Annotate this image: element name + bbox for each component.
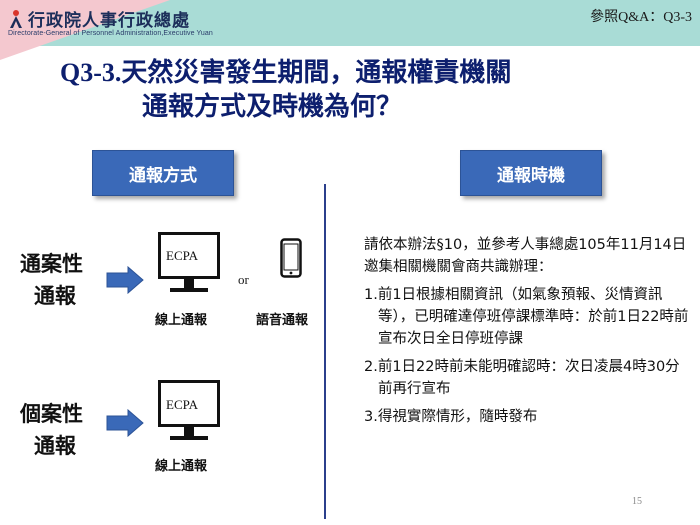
caption-online-reporting: 線上通報 <box>155 313 208 328</box>
individual-line-1: 個案性 <box>20 402 83 426</box>
timing-content: 請依本辦法§10，並參考人事總處105年11月14日邀集相關機關會商共識辦理： … <box>364 234 692 434</box>
arrow-right-icon <box>106 409 144 437</box>
caption-online-reporting: 線上通報 <box>155 459 208 474</box>
timing-item-3: 3.得視實際情形，隨時發布 <box>364 409 538 425</box>
ecpa-label: ECPA <box>166 248 199 263</box>
arrow-right-icon <box>106 266 144 294</box>
monitor-icon <box>158 380 220 440</box>
slide-title: Q3-3.天然災害發生期間，通報權責機關 通報方式及時機為何？ <box>60 56 690 124</box>
org-name: 行政院人事行政總處 <box>28 11 190 31</box>
monitor-icon <box>158 232 220 292</box>
header-corner-decoration <box>0 0 170 60</box>
question-id: Q3-3. <box>60 58 122 87</box>
individual-reporting-label: 個案性 通報 <box>20 398 83 462</box>
person-logo-icon <box>10 9 22 28</box>
timing-heading: 通報時機 <box>460 150 602 196</box>
or-text: or <box>238 272 249 287</box>
timing-intro: 請依本辦法§10，並參考人事總處105年11月14日邀集相關機關會商共識辦理： <box>364 237 687 275</box>
individual-line-2: 通報 <box>34 434 76 458</box>
method-heading: 通報方式 <box>92 150 234 196</box>
title-line-1: 天然災害發生期間，通報權責機關 <box>121 58 512 88</box>
column-divider <box>324 184 326 519</box>
reference-badge: 參照Q&A：Q3-3 <box>590 10 692 25</box>
smartphone-icon <box>280 238 302 278</box>
general-line-2: 通報 <box>34 284 76 308</box>
org-name-english: Directorate-General of Personnel Adminis… <box>8 30 213 37</box>
general-line-1: 通案性 <box>20 252 83 276</box>
title-line-2: 通報方式及時機為何？ <box>142 92 403 122</box>
page-number: 15 <box>632 496 642 507</box>
ecpa-label: ECPA <box>166 397 199 412</box>
timing-item-1: 1.前1日根據相關資訊（如氣象預報、災情資訊等），已明確達停班停課標準時：於前1… <box>364 287 689 347</box>
org-logo: 行政院人事行政總處 <box>6 6 190 31</box>
general-reporting-label: 通案性 通報 <box>20 248 83 312</box>
timing-item-2: 2.前1日22時前未能明確認時：次日凌晨4時30分前再行宣布 <box>364 359 680 397</box>
caption-voice-reporting: 語音通報 <box>256 313 309 328</box>
